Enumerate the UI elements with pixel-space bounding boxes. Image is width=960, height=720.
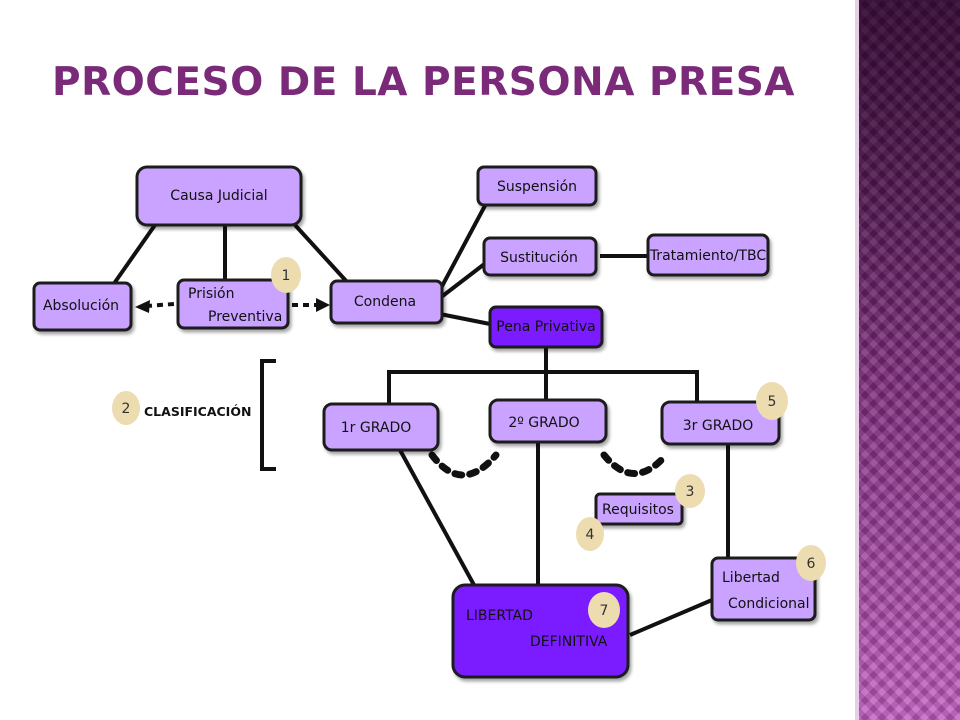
node-grado3 — [660, 400, 781, 446]
svg-text:6: 6 — [807, 556, 816, 572]
svg-text:1: 1 — [282, 268, 291, 284]
node-grado1 — [322, 402, 440, 452]
label-libertad-cond-line2: Condicional — [728, 596, 809, 612]
badge-5 — [756, 382, 788, 420]
connector-grado1-libertad — [398, 449, 476, 586]
process-diagram: Causa Judicial Absolución Prisión Preven… — [32, 165, 826, 679]
connector-causa-absolucion — [111, 223, 157, 287]
label-prision-line1: Prisión — [188, 286, 234, 302]
connector-causa-condena — [293, 223, 350, 285]
label-causa-judicial: Causa Judicial — [170, 188, 267, 204]
label-libertad-def-line1: LIBERTAD — [466, 608, 533, 624]
label-grado3: 3r GRADO — [683, 418, 754, 434]
clasificacion-bracket — [260, 359, 276, 471]
label-grado1: 1r GRADO — [341, 420, 412, 436]
label-absolucion: Absolución — [43, 298, 119, 314]
sidebar-edge — [855, 0, 859, 720]
svg-text:2: 2 — [122, 401, 131, 417]
label-condena: Condena — [354, 294, 416, 310]
badge-3 — [675, 474, 705, 508]
connector-condena-suspension — [438, 199, 490, 291]
node-tratamiento — [646, 233, 770, 277]
badge-1 — [271, 257, 301, 293]
arc-grado1-grado2 — [428, 451, 500, 479]
label-libertad-def-line2: DEFINITIVA — [530, 634, 608, 650]
label-grado2: 2º GRADO — [508, 415, 579, 431]
badges: 1 2 3 4 5 6 7 — [112, 257, 826, 628]
dotted-arrows — [135, 298, 330, 313]
node-grado2 — [488, 398, 608, 444]
label-prision-line2: Preventiva — [208, 309, 282, 325]
badge-7 — [588, 592, 620, 628]
dotted-arcs — [428, 451, 670, 479]
label-requisitos: Requisitos — [602, 502, 674, 518]
node-requisitos — [594, 492, 684, 526]
node-pena-privativa — [488, 305, 604, 349]
clasificacion-label: CLASIFICACIÓN — [144, 404, 251, 419]
label-libertad-cond-line1: Libertad — [722, 570, 780, 586]
svg-text:5: 5 — [768, 394, 777, 410]
arrow-right-icon — [316, 298, 330, 312]
node-prision-preventiva — [176, 278, 290, 330]
label-suspension: Suspensión — [497, 179, 577, 195]
label-sustitucion: Sustitución — [500, 250, 578, 266]
badge-6 — [796, 545, 826, 581]
svg-text:3: 3 — [686, 484, 695, 500]
page-title: PROCESO DE LA PERSONA PRESA — [52, 60, 795, 105]
node-libertad-condicional — [710, 556, 817, 622]
decorative-sidebar — [855, 0, 960, 720]
label-tratamiento: Tratamiento/TBC — [649, 248, 767, 264]
arrow-left-icon — [135, 300, 150, 313]
badge-4 — [576, 517, 604, 551]
arc-grado2-grado3 — [600, 451, 670, 477]
node-causa-judicial — [135, 165, 303, 227]
connector-condena-pena — [439, 312, 491, 326]
badge-2 — [112, 391, 140, 425]
connector-condena-sustitucion — [438, 260, 489, 300]
svg-text:7: 7 — [600, 603, 609, 619]
node-libertad-definitiva — [451, 583, 630, 679]
node-suspension — [476, 165, 598, 207]
node-condena — [329, 279, 444, 325]
node-sustitucion — [482, 236, 598, 277]
connector-libertad-cond-definitiva — [629, 598, 713, 637]
connectors — [111, 199, 730, 637]
node-absolucion — [32, 281, 133, 332]
label-pena-privativa: Pena Privativa — [496, 319, 595, 335]
svg-text:4: 4 — [586, 527, 595, 543]
